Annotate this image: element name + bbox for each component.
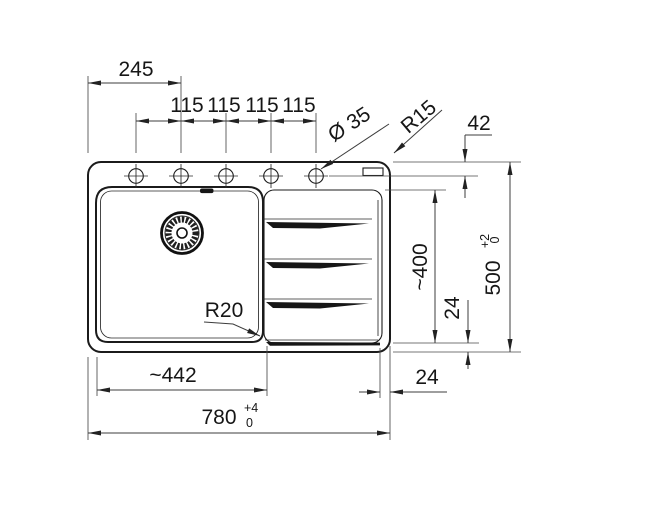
dim-outer-corner-radius: R15: [393, 96, 443, 154]
drain-outer-ring: [160, 211, 204, 255]
drain-ring: [164, 215, 200, 251]
dim-label-r15: R15: [397, 96, 441, 138]
bowl-inner-line: [100, 190, 259, 339]
bowl-outline: [95, 186, 264, 343]
dim-label-500-tol-lower: 0: [488, 236, 502, 243]
dim-label-400: ~400: [409, 243, 432, 290]
dim-top-edge-to-hole-axis: 42: [462, 112, 492, 198]
drainer-grooves: [263, 218, 372, 309]
deck-cutout: [362, 167, 384, 177]
dim-label-115: 115: [245, 94, 278, 117]
dim-right-rim: 24: [359, 366, 447, 395]
tap-hole: [304, 164, 328, 188]
sink-outer-outline: [87, 161, 391, 353]
dim-label-780-tol-lower: 0: [246, 416, 253, 430]
tap-hole: [214, 164, 238, 188]
dim-label-500: 500: [482, 260, 505, 295]
tap-hole: [169, 164, 193, 188]
dim-label-115: 115: [170, 94, 203, 117]
tap-hole: [259, 164, 283, 188]
dim-label-442: ~442: [149, 364, 196, 387]
groove-shadow: [266, 222, 369, 229]
dim-label-780: 780: [201, 406, 236, 429]
dim-bowl-corner-radius: R20: [203, 299, 261, 337]
groove-shadow: [266, 302, 369, 309]
dim-label-500-tol-upper: +2: [478, 234, 492, 248]
dim-overall-width: 780 +4 0: [87, 401, 391, 436]
drainboard-bottom-shadow: [266, 342, 380, 346]
drain-center: [176, 227, 188, 239]
dim-bowl-width: ~442: [96, 364, 268, 393]
sink-top-view: [87, 161, 391, 353]
dim-hole-spacing-chain: 115 115 115 115: [135, 94, 317, 124]
drain-knurl-band: [165, 216, 199, 250]
dim-label-r20: R20: [205, 299, 244, 322]
dim-overall-depth: 500 +2 0: [478, 161, 513, 353]
dim-label-115: 115: [207, 94, 240, 117]
dim-label-42: 42: [467, 112, 490, 135]
dim-label-hole-diameter: Ø 35: [324, 103, 375, 147]
dim-label-115: 115: [282, 94, 315, 117]
dim-edge-to-second-hole: 245: [87, 58, 182, 86]
dim-tap-hole-diameter: Ø 35: [320, 103, 390, 170]
tap-hole: [124, 164, 148, 188]
dim-bottom-rim: 24: [441, 296, 471, 369]
dim-label-780-tol-upper: +4: [244, 401, 258, 415]
dim-drainer-length: ~400: [409, 189, 438, 344]
dim-label-24-right-rim: 24: [415, 366, 439, 389]
dim-label-24-bottom-rim: 24: [441, 296, 464, 320]
drain-strainer: [160, 211, 204, 255]
dim-label-245: 245: [118, 58, 153, 81]
groove-shadow: [266, 262, 369, 269]
overflow-slot: [200, 188, 214, 194]
tap-holes: [124, 164, 328, 188]
